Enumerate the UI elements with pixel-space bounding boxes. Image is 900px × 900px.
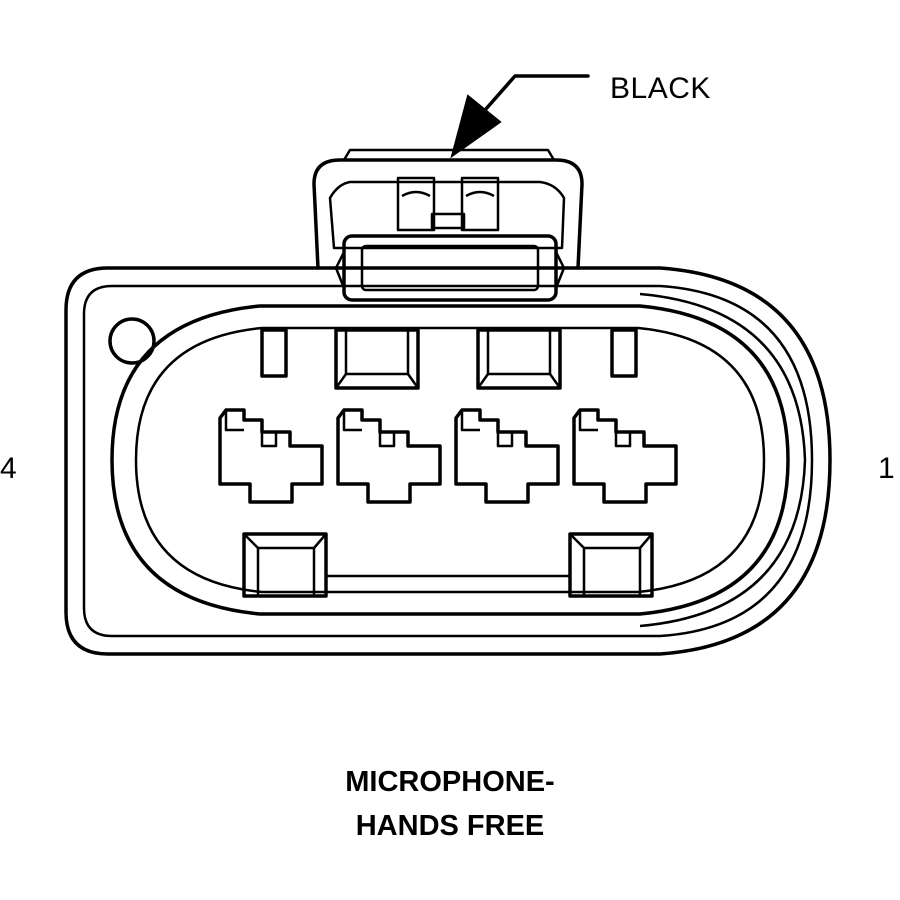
key-upper-left [334, 328, 420, 390]
pin-number-left: 4 [0, 452, 17, 485]
color-leader-arrow [450, 74, 590, 159]
terminal-cavity-4 [218, 408, 324, 504]
connector-title-line2: HANDS FREE [355, 810, 545, 842]
terminal-cavity-1 [572, 408, 678, 504]
terminal-cavity-2 [454, 408, 560, 504]
pin-number-right: 1 [878, 452, 895, 485]
lock-tab [312, 148, 584, 302]
lower-keys [242, 532, 654, 598]
upper-keys [260, 328, 638, 390]
connector-title-line1: MICROPHONE- [345, 766, 555, 798]
key-lower-right [568, 532, 654, 598]
connector-face [108, 304, 790, 616]
wire-color-label: BLACK [610, 72, 711, 105]
terminal-cavity-3 [336, 408, 442, 504]
key-upper-right [476, 328, 562, 390]
terminal-cavities [218, 408, 678, 504]
connector-title: MICROPHONE- HANDS FREE [250, 760, 650, 848]
connector-housing [64, 266, 832, 656]
key-lower-left [242, 532, 328, 598]
polarization-hole [108, 317, 156, 365]
